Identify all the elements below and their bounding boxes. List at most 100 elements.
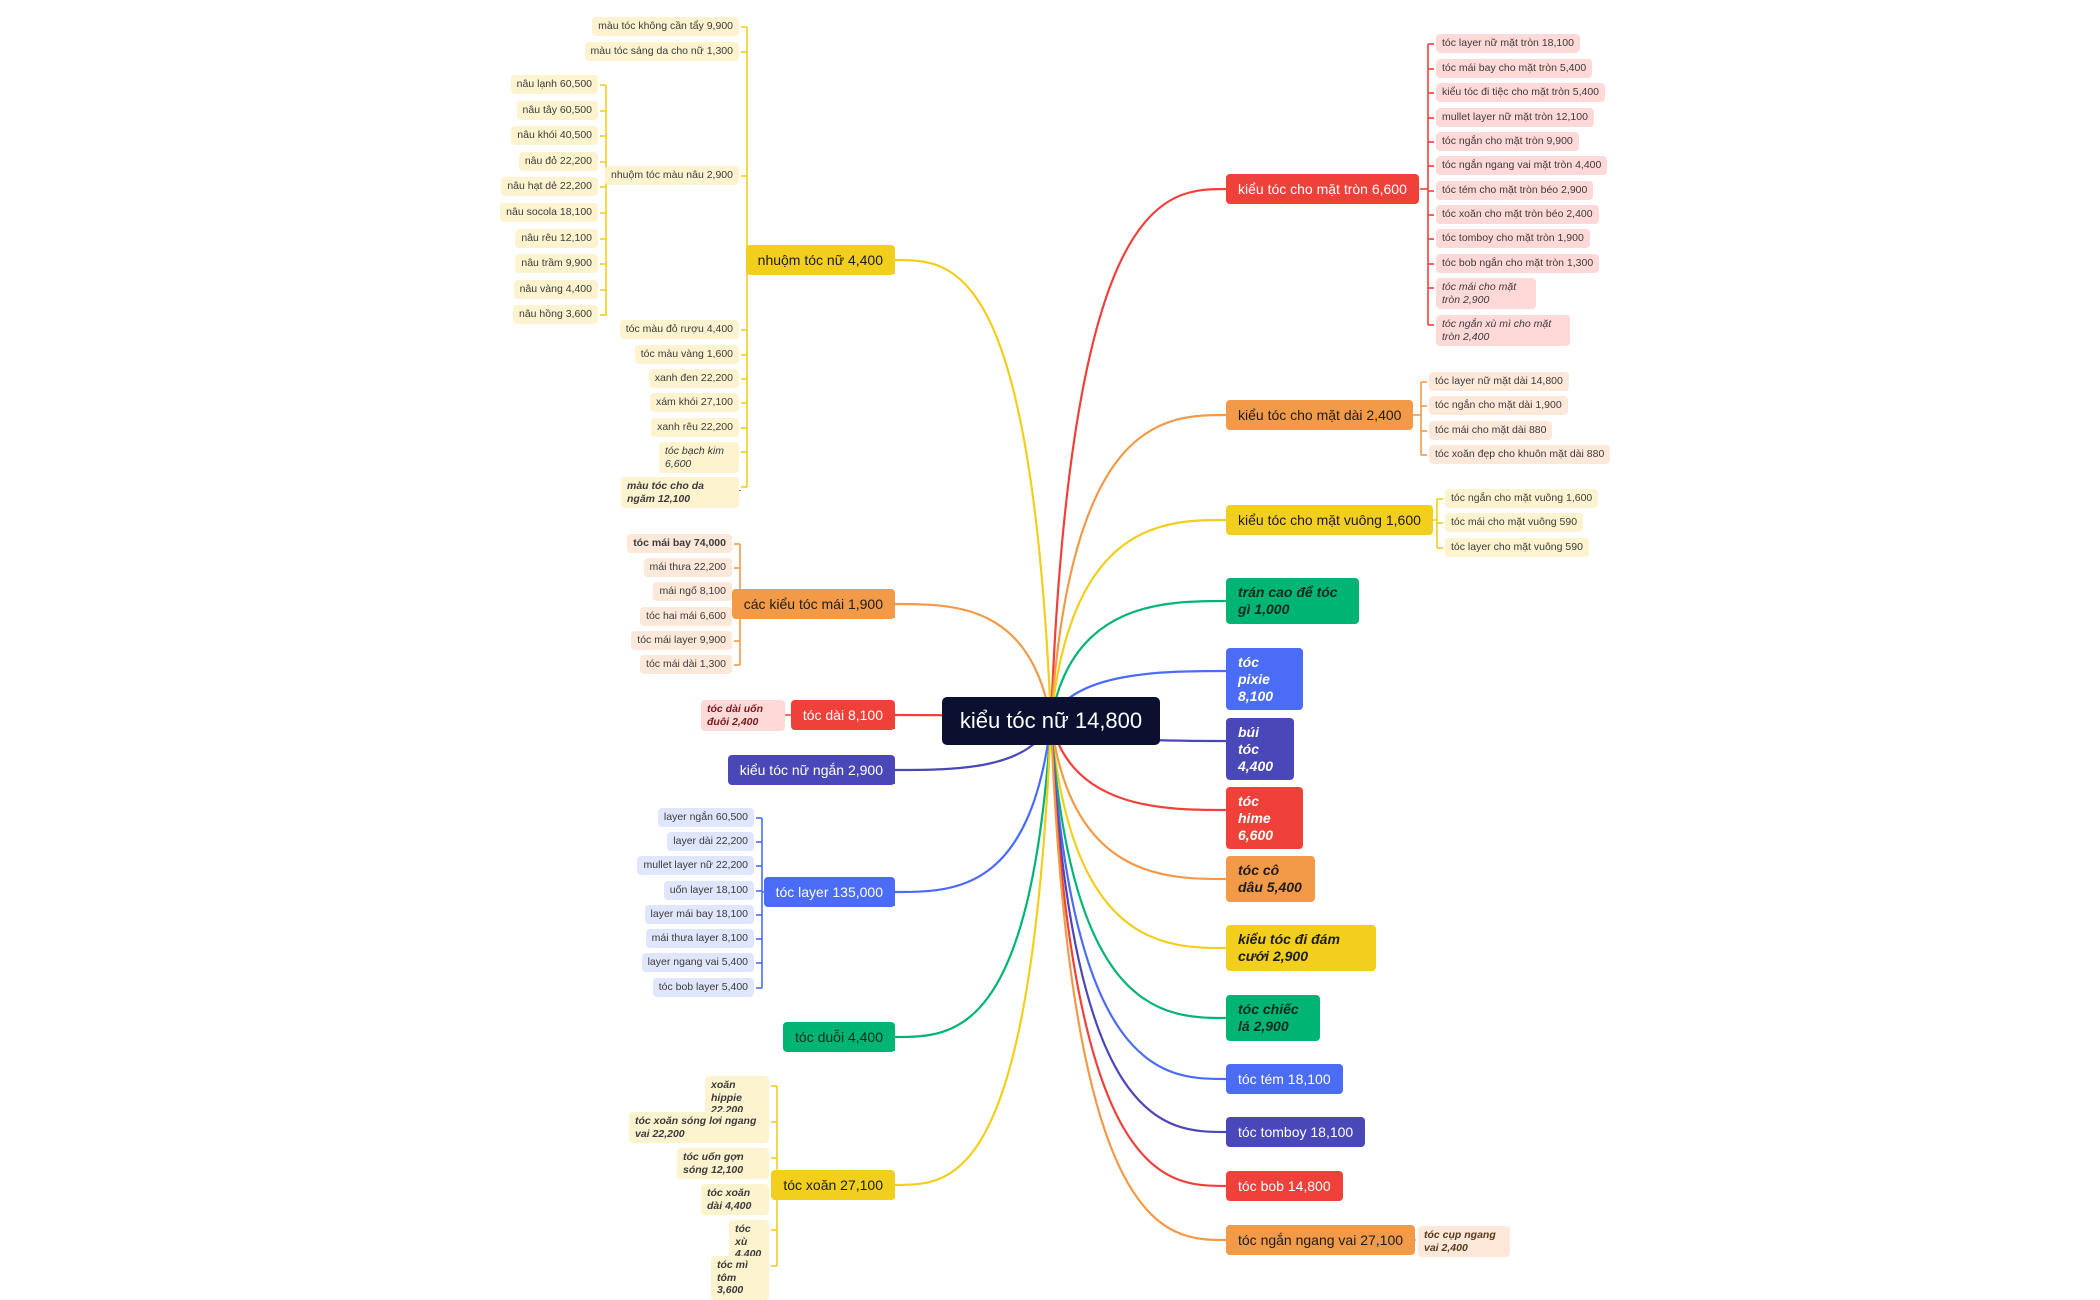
leaf-node[interactable]: layer mái bay 18,100 bbox=[644, 905, 754, 924]
branch-node-kieu-toc-di-dam-cuoi-2-900[interactable]: kiểu tóc đi đám cưới 2,900 bbox=[1226, 925, 1376, 971]
branch-node-toc-tomboy-18-100[interactable]: tóc tomboy 18,100 bbox=[1226, 1117, 1366, 1147]
leaf-node[interactable]: tóc xoăn cho mặt tròn béo 2,400 bbox=[1436, 205, 1599, 224]
leaf-node[interactable]: kiểu tóc đi tiệc cho mặt tròn 5,400 bbox=[1436, 83, 1606, 102]
connector-line bbox=[1049, 720, 1227, 1020]
leaf-node[interactable]: tóc layer nữ mặt dài 14,800 bbox=[1429, 372, 1569, 391]
connector-line bbox=[1049, 187, 1227, 722]
leaf-node[interactable]: nâu khói 40,500 bbox=[511, 126, 598, 145]
branch-node-toc-bob-14-800[interactable]: tóc bob 14,800 bbox=[1226, 1171, 1343, 1201]
connector-line bbox=[1049, 720, 1227, 1188]
connector-line bbox=[894, 720, 1053, 1187]
leaf-node[interactable]: mullet layer nữ 22,200 bbox=[637, 856, 754, 875]
branch-node-bui-toc-4-400[interactable]: búi tóc 4,400 bbox=[1226, 718, 1294, 781]
leaf-node[interactable]: layer dài 22,200 bbox=[667, 832, 754, 851]
branch-node-toc-xoan-27-100[interactable]: tóc xoăn 27,100 bbox=[771, 1170, 895, 1200]
leaf-node[interactable]: mái thưa 22,200 bbox=[643, 558, 732, 577]
leaf-node[interactable]: tóc mái cho mặt tròn 2,900 bbox=[1436, 278, 1536, 310]
leaf-node[interactable]: xám khói 27,100 bbox=[649, 393, 739, 412]
leaf-node[interactable]: nâu hồng 3,600 bbox=[513, 305, 598, 324]
branch-node-toc-dai-8-100[interactable]: tóc dài 8,100 bbox=[790, 700, 895, 730]
leaf-node[interactable]: màu tóc không cần tẩy 9,900 bbox=[592, 17, 739, 36]
connector-line bbox=[1049, 720, 1227, 1134]
leaf-node[interactable]: tóc bob ngắn cho mặt tròn 1,300 bbox=[1436, 254, 1600, 273]
leaf-node[interactable]: tóc xoăn đẹp cho khuôn mặt dài 880 bbox=[1429, 445, 1611, 464]
leaf-node[interactable]: mái ngố 8,100 bbox=[653, 582, 732, 601]
connector-line bbox=[894, 720, 1053, 1039]
leaf-node[interactable]: tóc mì tôm 3,600 bbox=[711, 1256, 769, 1300]
leaf-node[interactable]: tóc ngắn cho mặt tròn 9,900 bbox=[1436, 132, 1579, 151]
leaf-node[interactable]: tóc hai mái 6,600 bbox=[640, 607, 732, 626]
leaf-node[interactable]: tóc mái cho mặt vuông 590 bbox=[1445, 513, 1584, 532]
leaf-node[interactable]: tóc layer nữ mặt tròn 18,100 bbox=[1436, 34, 1580, 53]
branch-node-kieu-toc-nu-ngan-2-900[interactable]: kiểu tóc nữ ngắn 2,900 bbox=[727, 755, 895, 785]
branch-node-toc-chiec-la-2-900[interactable]: tóc chiếc lá 2,900 bbox=[1226, 995, 1320, 1041]
leaf-node[interactable]: tóc xoăn dài 4,400 bbox=[701, 1184, 769, 1216]
branch-node-cac-kieu-toc-mai-1-900[interactable]: các kiểu tóc mái 1,900 bbox=[731, 589, 895, 619]
leaf-node[interactable]: xanh đen 22,200 bbox=[648, 369, 739, 388]
leaf-node[interactable]: tóc mái bay 74,000 bbox=[627, 534, 732, 553]
leaf-node[interactable]: tóc màu vàng 1,600 bbox=[634, 345, 739, 364]
leaf-node[interactable]: tóc bob layer 5,400 bbox=[652, 978, 754, 997]
leaf-node[interactable]: tóc cụp ngang vai 2,400 bbox=[1418, 1226, 1510, 1258]
leaf-node[interactable]: mullet layer nữ mặt tròn 12,100 bbox=[1436, 108, 1594, 127]
leaf-node[interactable]: tóc ngắn ngang vai mặt tròn 4,400 bbox=[1436, 156, 1608, 175]
branch-node-kieu-toc-cho-mat-tron-6-600[interactable]: kiểu tóc cho mặt tròn 6,600 bbox=[1226, 174, 1419, 204]
leaf-node[interactable]: tóc layer cho mặt vuông 590 bbox=[1445, 538, 1589, 557]
leaf-node[interactable]: nâu vàng 4,400 bbox=[513, 280, 598, 299]
branch-node-toc-tem-18-100[interactable]: tóc tém 18,100 bbox=[1226, 1064, 1343, 1094]
branch-node-toc-ngan-ngang-vai-27-100[interactable]: tóc ngắn ngang vai 27,100 bbox=[1226, 1225, 1416, 1255]
leaf-node[interactable]: tóc dài uốn đuôi 2,400 bbox=[701, 700, 785, 732]
connector-line bbox=[1049, 720, 1227, 812]
leaf-node[interactable]: tóc mái layer 9,900 bbox=[631, 631, 732, 650]
connector-line bbox=[894, 720, 1053, 894]
leaf-node[interactable]: nâu lạnh 60,500 bbox=[510, 75, 598, 94]
branch-node-toc-pixie-8-100[interactable]: tóc pixie 8,100 bbox=[1226, 648, 1303, 711]
root-node[interactable]: kiểu tóc nữ 14,800 bbox=[942, 697, 1160, 745]
branch-node-toc-hime-6-600[interactable]: tóc hime 6,600 bbox=[1226, 787, 1303, 850]
branch-node-kieu-toc-cho-mat-vuong-1-600[interactable]: kiểu tóc cho mặt vuông 1,600 bbox=[1226, 505, 1433, 535]
leaf-node[interactable]: nâu trầm 9,900 bbox=[515, 254, 598, 273]
leaf-node[interactable]: tóc mái dài 1,300 bbox=[640, 655, 732, 674]
leaf-node[interactable]: tóc xoăn sóng lơi ngang vai 22,200 bbox=[629, 1112, 769, 1144]
branch-node-nhuom-toc-nu-4-400[interactable]: nhuộm tóc nữ 4,400 bbox=[745, 245, 895, 275]
leaf-node[interactable]: tóc ngắn xù mì cho mặt tròn 2,400 bbox=[1436, 315, 1570, 347]
leaf-node[interactable]: mái thưa layer 8,100 bbox=[645, 929, 754, 948]
leaf-node[interactable]: layer ngắn 60,500 bbox=[657, 808, 754, 827]
branch-node-toc-co-dau-5-400[interactable]: tóc cô dâu 5,400 bbox=[1226, 856, 1315, 902]
connector-line bbox=[1049, 720, 1227, 1242]
branch-node-toc-layer-135-000[interactable]: tóc layer 135,000 bbox=[763, 877, 895, 907]
branch-node-kieu-toc-cho-mat-dai-2-400[interactable]: kiểu tóc cho mặt dài 2,400 bbox=[1226, 400, 1414, 430]
leaf-node[interactable]: tóc bạch kim 6,600 bbox=[659, 442, 739, 474]
leaf-node[interactable]: layer ngang vai 5,400 bbox=[641, 953, 754, 972]
connector-line bbox=[1049, 720, 1227, 1081]
connector-line bbox=[1049, 720, 1227, 950]
leaf-node[interactable]: tóc tomboy cho mặt tròn 1,900 bbox=[1436, 229, 1590, 248]
connector-line bbox=[1049, 599, 1227, 722]
leaf-node[interactable]: nâu tây 60,500 bbox=[516, 101, 598, 120]
leaf-node[interactable]: nâu socola 18,100 bbox=[500, 203, 598, 222]
connector-line bbox=[894, 258, 1053, 722]
leaf-node[interactable]: màu tóc cho da ngăm 12,100 bbox=[621, 477, 739, 509]
leaf-node[interactable]: tóc mái cho mặt dài 880 bbox=[1429, 421, 1553, 440]
connector-line bbox=[1049, 518, 1227, 722]
leaf-node[interactable]: uốn layer 18,100 bbox=[663, 881, 754, 900]
leaf-node[interactable]: tóc ngắn cho mặt dài 1,900 bbox=[1429, 396, 1568, 415]
connector-line bbox=[894, 602, 1053, 722]
leaf-node[interactable]: tóc tém cho mặt tròn béo 2,900 bbox=[1436, 181, 1594, 200]
leaf-node[interactable]: xanh rêu 22,200 bbox=[651, 418, 739, 437]
leaf-node[interactable]: tóc màu đỏ rượu 4,400 bbox=[619, 320, 739, 339]
leaf-node[interactable]: tóc ngắn cho mặt vuông 1,600 bbox=[1445, 489, 1599, 508]
leaf-node[interactable]: tóc uốn gợn sóng 12,100 bbox=[677, 1148, 769, 1180]
leaf-node[interactable]: nâu hạt dẻ 22,200 bbox=[501, 177, 598, 196]
leaf-node[interactable]: nâu rêu 12,100 bbox=[515, 229, 598, 248]
leaf-node[interactable]: nhuộm tóc màu nâu 2,900 bbox=[604, 166, 739, 185]
connector-line bbox=[1049, 720, 1227, 881]
leaf-node[interactable]: màu tóc sáng da cho nữ 1,300 bbox=[584, 42, 739, 61]
leaf-node[interactable]: tóc mái bay cho mặt tròn 5,400 bbox=[1436, 59, 1593, 78]
leaf-node[interactable]: nâu đỏ 22,200 bbox=[518, 152, 598, 171]
branch-node-toc-duoi-4-400[interactable]: tóc duỗi 4,400 bbox=[783, 1022, 895, 1052]
connector-line bbox=[1049, 413, 1227, 722]
branch-node-tran-cao-de-toc-gi-1-000[interactable]: trán cao để tóc gì 1,000 bbox=[1226, 578, 1359, 624]
